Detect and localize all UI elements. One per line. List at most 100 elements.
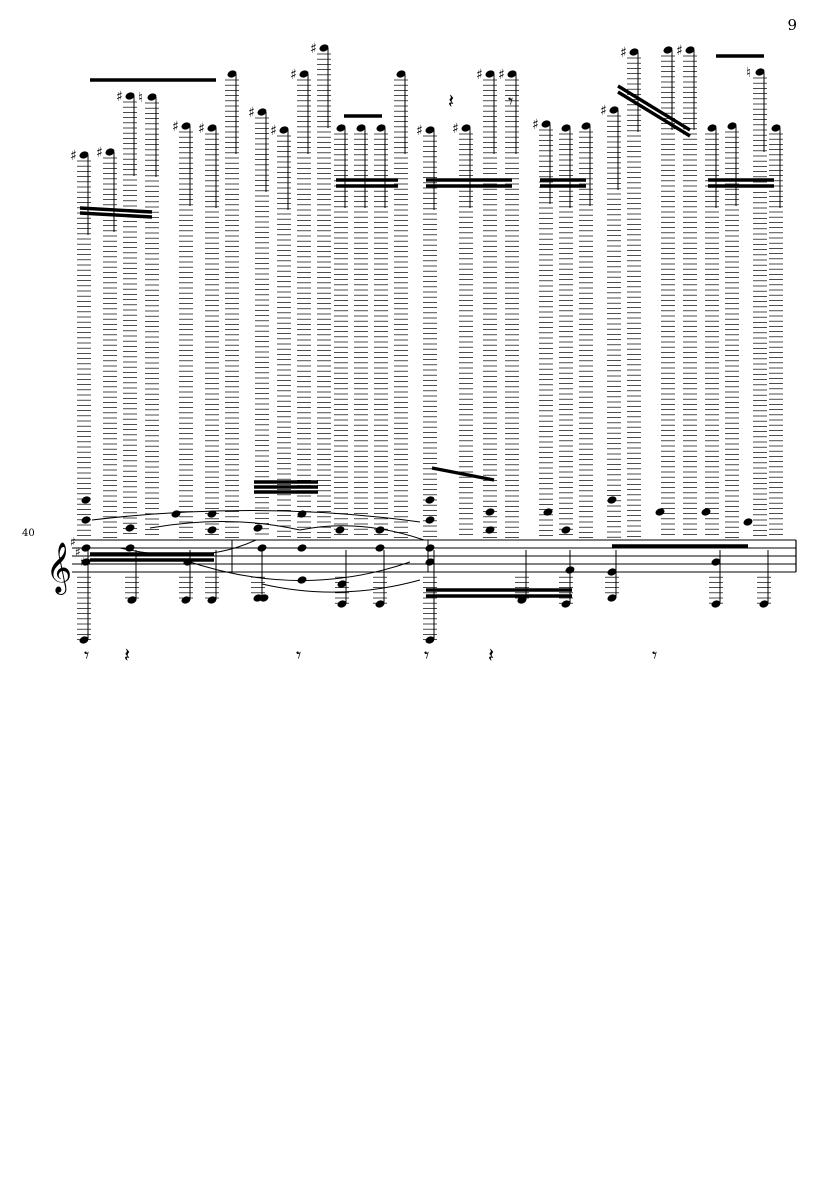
sharp-icon: ♯ [70, 148, 77, 164]
beam [79, 211, 153, 219]
slur [183, 559, 411, 581]
chord-notehead [607, 568, 617, 576]
chord-notehead [607, 496, 617, 504]
chord-notehead [81, 544, 91, 552]
rests: 𝄽𝄾𝄾𝄽𝄾𝄾𝄽𝄾 [84, 89, 657, 667]
notehead [663, 46, 673, 54]
bass-notehead [561, 600, 571, 608]
chord-notehead [561, 526, 571, 534]
chord-notehead [375, 526, 385, 534]
sharp-icon: ♯ [172, 119, 179, 135]
chord-notehead [125, 544, 135, 552]
key-sharp-icon: ♯ [75, 545, 81, 559]
sharp-icon: ♯ [248, 105, 255, 121]
bass-notehead [337, 600, 347, 608]
sharp-icon: ♯ [676, 43, 683, 59]
treble-clef-icon: 𝄞 [46, 542, 72, 595]
notehead [461, 124, 471, 132]
measure-number: 40 [22, 528, 35, 539]
notehead [541, 120, 551, 128]
bass-notehead [517, 596, 527, 604]
chord-notehead [207, 510, 217, 518]
notehead [79, 151, 89, 159]
rest-icon: 𝄽 [124, 643, 130, 667]
notehead [299, 70, 309, 78]
slur [299, 525, 425, 541]
notehead [425, 126, 435, 134]
chord-notehead [485, 508, 495, 516]
rest-icon: 𝄽 [488, 643, 494, 667]
sharp-icon: ♯ [198, 121, 205, 137]
bass-notehead [759, 600, 769, 608]
notehead [771, 124, 781, 132]
natural-icon: ♮ [746, 65, 751, 81]
slur [149, 520, 301, 531]
chord-notehead [335, 526, 345, 534]
bass-notehead [711, 600, 721, 608]
notehead [125, 92, 135, 100]
sharp-icon: ♯ [498, 67, 505, 83]
chord-notehead [81, 516, 91, 524]
notehead [396, 70, 406, 78]
bass-notehead [79, 636, 89, 644]
sharp-icon: ♯ [270, 123, 277, 139]
chord-notehead [297, 544, 307, 552]
notehead [336, 124, 346, 132]
natural-icon: ♮ [138, 90, 143, 106]
notehead [727, 122, 737, 130]
chord-notehead [425, 516, 435, 524]
chord-notehead [711, 558, 721, 566]
sharp-icon: ♯ [116, 89, 123, 105]
key-sharp-icon: ♯ [70, 535, 76, 549]
bass-notehead [607, 594, 617, 602]
beam [617, 84, 691, 132]
sharp-icon: ♯ [96, 145, 103, 161]
slur [91, 509, 421, 523]
stems [87, 48, 781, 640]
beam [431, 466, 495, 482]
chord-notehead [125, 524, 135, 532]
slur [261, 579, 421, 593]
rest-icon: 𝄾 [508, 89, 513, 113]
notehead [629, 48, 639, 56]
notehead [707, 124, 717, 132]
chord-notehead [743, 518, 753, 526]
notehead [147, 93, 157, 101]
notehead [485, 70, 495, 78]
notehead [257, 108, 267, 116]
notehead [581, 122, 591, 130]
chord-notehead [425, 544, 435, 552]
chord-notehead [701, 508, 711, 516]
page-number: 9 [787, 16, 797, 34]
chord-notehead [297, 576, 307, 584]
rest-icon: 𝄾 [424, 643, 429, 667]
sharp-icon: ♯ [290, 67, 297, 83]
beam [79, 206, 153, 214]
bass-notehead [375, 600, 385, 608]
sharp-icon: ♯ [600, 103, 607, 119]
sharp-icon: ♯ [620, 45, 627, 61]
chord-notehead [485, 526, 495, 534]
chord-notehead [425, 496, 435, 504]
sharp-icon: ♯ [416, 123, 423, 139]
chord-notehead [257, 544, 267, 552]
chord-notehead [655, 508, 665, 516]
chord-notehead [375, 544, 385, 552]
chord-notehead [207, 526, 217, 534]
chord-notehead [297, 510, 307, 518]
beam [617, 90, 691, 138]
notehead [207, 124, 217, 132]
bass-notehead [425, 636, 435, 644]
notehead [227, 70, 237, 78]
rest-icon: 𝄾 [84, 643, 89, 667]
chord-notehead [81, 558, 91, 566]
notehead [755, 68, 765, 76]
notehead [609, 106, 619, 114]
chord-notehead [81, 496, 91, 504]
noteheads: ♯♯♯♮♯♯♯♯♯♯♯♯♯♯♯♯♯♯♮ [70, 41, 781, 644]
notehead [356, 124, 366, 132]
rest-icon: 𝄽 [448, 89, 454, 113]
chord-notehead [171, 510, 181, 518]
